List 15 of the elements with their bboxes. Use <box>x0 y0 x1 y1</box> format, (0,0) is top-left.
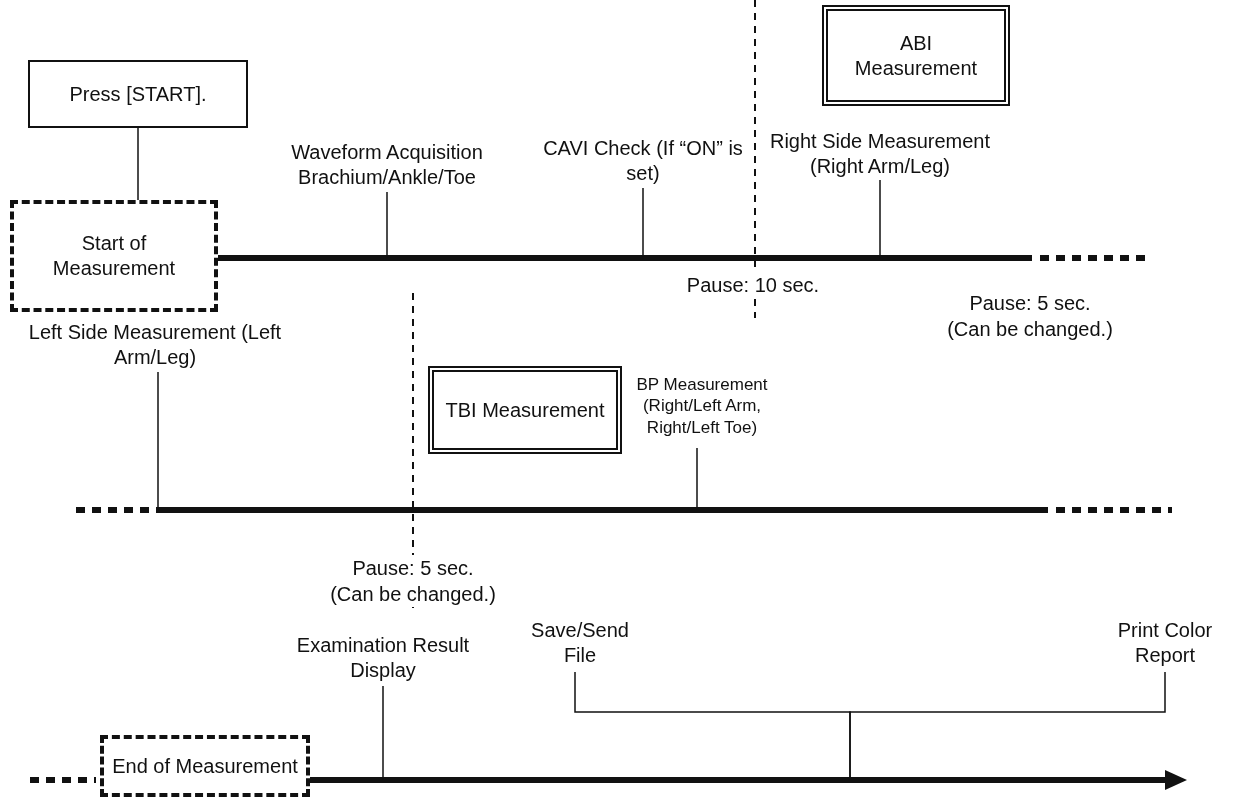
process-box: Press [START]. <box>28 60 248 128</box>
step-label: CAVI Check (If “ON” is set) <box>543 134 743 188</box>
step-label: BP Measurement (Right/Left Arm, Right/Left Toe) <box>632 364 772 448</box>
step-label: Print Color Report <box>1100 614 1230 672</box>
double-border-box: TBI Measurement <box>428 366 622 454</box>
dashed-box: Start of Measurement <box>10 200 218 312</box>
step-label: Save/Send File <box>530 614 630 672</box>
step-label: Waveform Acquisition Brachium/Ankle/Toe <box>262 138 512 192</box>
step-label: Left Side Measurement (Left Arm/Leg) <box>5 318 305 372</box>
step-label: Examination Result Display <box>268 630 498 686</box>
dashed-box: End of Measurement <box>100 735 310 797</box>
connector-line <box>137 127 139 201</box>
double-border-box: ABI Measurement <box>822 5 1010 106</box>
step-label: Right Side Measurement (Right Arm/Leg) <box>760 128 1000 180</box>
pause-note: Pause: 5 sec. (Can be changed.) <box>328 555 498 607</box>
